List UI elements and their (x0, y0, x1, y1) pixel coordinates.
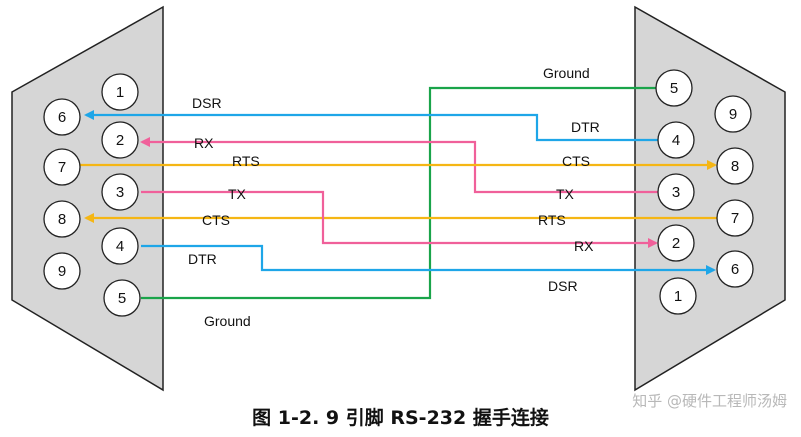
left-pin-6: 6 (43, 98, 81, 136)
right-pin-4: 4 (657, 121, 695, 159)
label-tx-left: TX (228, 186, 247, 202)
left-pin-2: 2 (101, 121, 139, 159)
right-pin-7: 7 (716, 199, 754, 237)
watermark: 知乎 @硬件工程师汤姆 (632, 392, 787, 410)
label-ground-right: Ground (543, 65, 590, 81)
label-cts-right: CTS (562, 153, 590, 169)
label-ground-left: Ground (204, 313, 251, 329)
left-pin-2-label: 2 (116, 132, 124, 149)
right-pin-2-label: 2 (672, 235, 680, 252)
wire-tx-to-rx-right (141, 190, 658, 248)
wire-ground (141, 86, 674, 300)
left-pin-7: 7 (43, 148, 81, 186)
left-pin-4-label: 4 (116, 238, 124, 255)
right-pin-1-label: 1 (674, 288, 682, 305)
label-dtr-right: DTR (571, 119, 600, 135)
label-dsr-left: DSR (192, 95, 222, 111)
right-db9-connector-body (634, 5, 786, 392)
label-cts-left: CTS (202, 212, 230, 228)
right-pin-8: 8 (716, 147, 754, 185)
left-pin-8-label: 8 (58, 211, 66, 228)
left-pin-8: 8 (43, 200, 81, 238)
wire-dtr-to-dsr-left (84, 110, 674, 142)
right-pin-9-label: 9 (729, 106, 737, 123)
left-pin-1: 1 (101, 73, 139, 111)
left-pin-4: 4 (101, 227, 139, 265)
right-pin-6: 6 (716, 250, 754, 288)
right-pin-2: 2 (657, 224, 695, 262)
right-pin-1: 1 (659, 277, 697, 315)
right-pin-5-label: 5 (670, 80, 678, 97)
right-pin-8-label: 8 (731, 158, 739, 175)
right-pin-9: 9 (714, 95, 752, 133)
right-pin-3: 3 (657, 173, 695, 211)
label-dtr-left: DTR (188, 251, 217, 267)
left-pin-6-label: 6 (58, 109, 66, 126)
right-pin-7-label: 7 (731, 210, 739, 227)
left-db9-connector-body (11, 5, 164, 392)
left-pin-9-label: 9 (58, 263, 66, 280)
right-pin-3-label: 3 (672, 184, 680, 201)
figure-caption: 图 1-2. 9 引脚 RS-232 握手连接 (252, 407, 549, 429)
left-pin-3: 3 (101, 173, 139, 211)
right-pin-5: 5 (655, 69, 693, 107)
right-pin-4-label: 4 (672, 132, 680, 149)
left-pin-7-label: 7 (58, 159, 66, 176)
left-pin-5-label: 5 (118, 290, 126, 307)
left-pin-9: 9 (43, 252, 81, 290)
left-pin-1-label: 1 (116, 84, 124, 101)
left-pin-5: 5 (103, 279, 141, 317)
label-rts-right: RTS (538, 212, 566, 228)
right-pin-6-label: 6 (731, 261, 739, 278)
label-tx-right: TX (556, 186, 575, 202)
label-rts-left: RTS (232, 153, 260, 169)
wire-dtr-to-dsr-right (141, 244, 716, 275)
label-rx-right: RX (574, 238, 594, 254)
label-dsr-right: DSR (548, 278, 578, 294)
wire-tx-to-rx-left (140, 137, 674, 194)
label-rx-left: RX (194, 135, 214, 151)
left-pin-3-label: 3 (116, 184, 124, 201)
